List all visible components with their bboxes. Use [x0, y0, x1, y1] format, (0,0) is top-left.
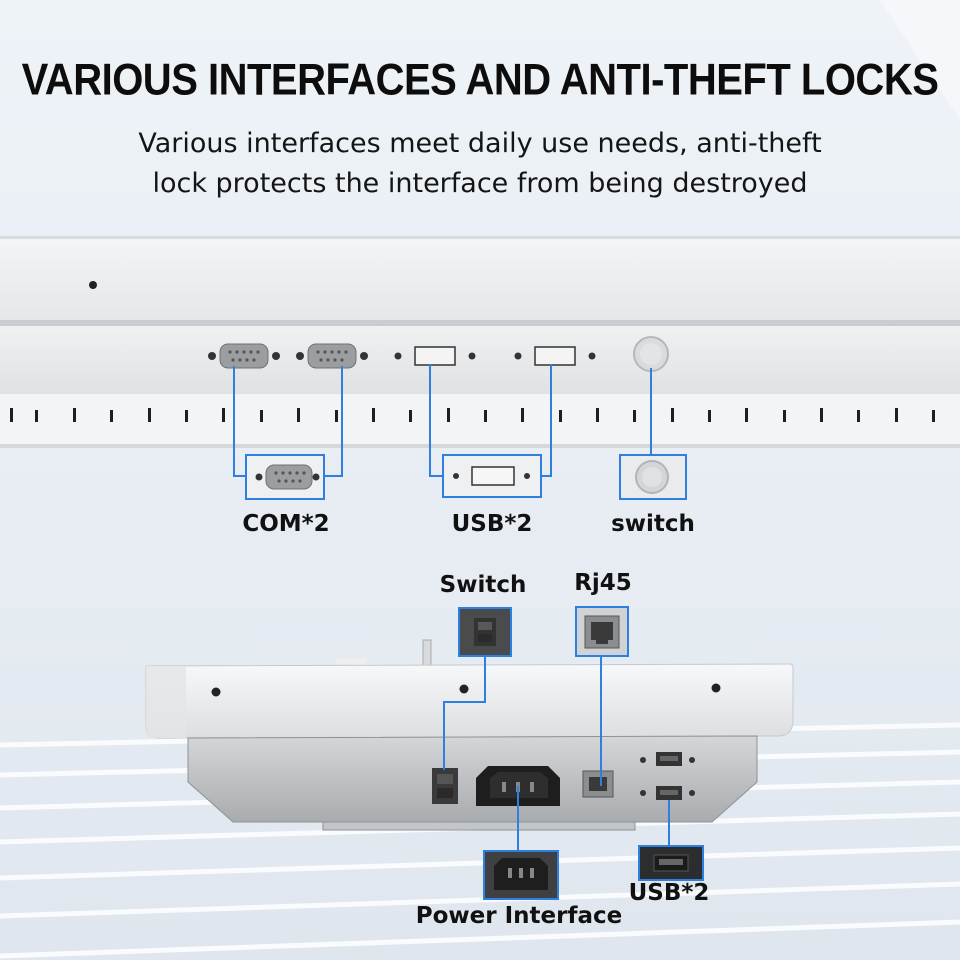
power-switch: [633, 336, 669, 372]
label-power-interface: Power Interface: [415, 903, 623, 929]
com-port-1: [208, 343, 280, 369]
label-usb-bottom: USB*2: [628, 880, 710, 906]
bottom-callout-lines: [443, 656, 670, 851]
usb-callout-box-bottom: [638, 845, 704, 881]
usb-callout-box: [442, 454, 542, 498]
usb-ports-bottom: [640, 752, 695, 800]
rj45-port: [582, 770, 614, 798]
label-switch-top: switch: [611, 511, 695, 537]
floor-stripes: [0, 722, 960, 959]
top-callout-lines: [233, 364, 652, 477]
subtitle-line-1: Various interfaces meet daily use needs,…: [138, 128, 822, 159]
rj45-callout-box: [575, 606, 629, 657]
label-switch-bottom: Switch: [439, 572, 527, 598]
device-side-panel: [0, 236, 960, 448]
switch-callout-box: [619, 454, 687, 500]
vent-slots: [10, 408, 935, 422]
label-rj45: Rj45: [574, 570, 632, 596]
power-callout-box: [483, 850, 559, 900]
label-com: COM*2: [242, 511, 330, 537]
rocker-switch: [432, 768, 458, 804]
page-title: VARIOUS INTERFACES AND ANTI-THEFT LOCKS: [21, 55, 939, 105]
page-subtitle: Various interfaces meet daily use needs,…: [80, 124, 880, 204]
switch-callout-box-bottom: [458, 607, 512, 657]
device-bottom-view: [145, 639, 794, 831]
com-port-2: [296, 343, 368, 369]
usb-port-2: [514, 346, 596, 366]
label-usb-top: USB*2: [451, 511, 533, 537]
com-callout-box: [245, 454, 325, 500]
subtitle-line-2: lock protects the interface from being d…: [152, 168, 808, 199]
usb-port-1: [394, 346, 476, 366]
